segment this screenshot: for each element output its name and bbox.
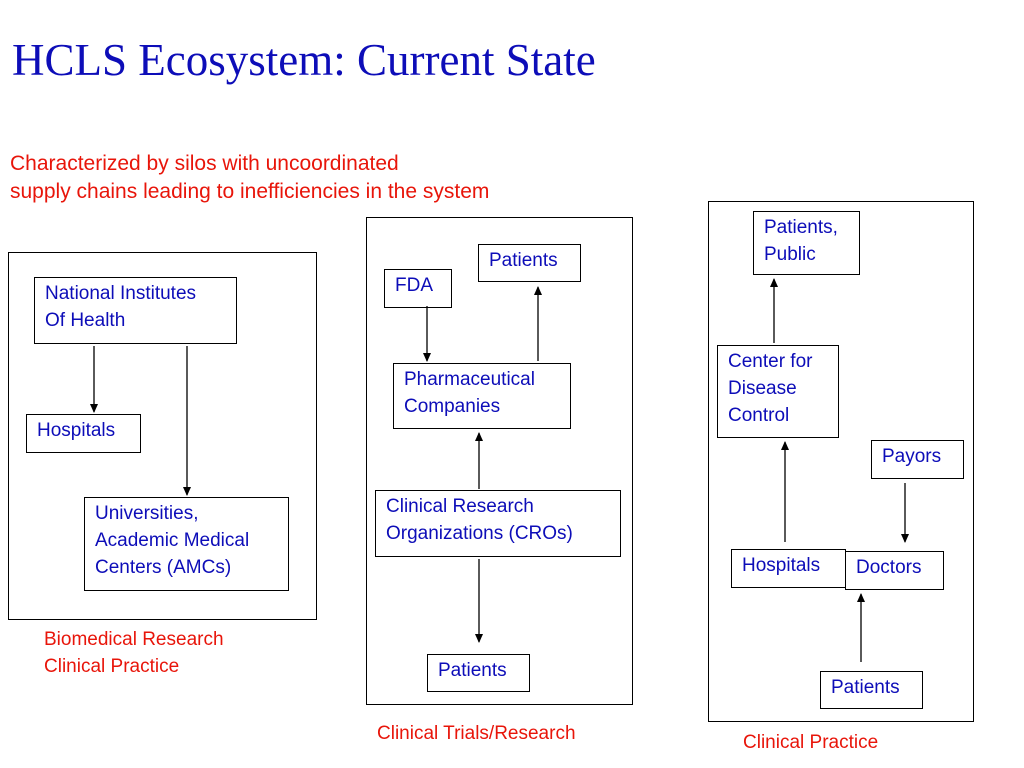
practice-caption: Clinical Practice [743, 729, 878, 756]
trials-patients-top-box-line-1: Patients [489, 250, 558, 271]
slide-subtitle: Characterized by silos with uncoordinate… [10, 150, 489, 206]
practice-hospitals-box: Hospitals [731, 549, 846, 588]
payors-box: Payors [871, 440, 964, 479]
nih-box: National Institutes Of Health [34, 277, 237, 344]
doctors-box: Doctors [845, 551, 944, 590]
universities-box-line-3: Centers (AMCs) [95, 557, 232, 578]
fda-box-line-1: FDA [395, 275, 433, 296]
patients-public-box: Patients, Public [753, 211, 860, 275]
biomedical-caption-line-1: Biomedical Research [44, 629, 224, 650]
cdc-box-line-2: Disease [728, 378, 797, 399]
cdc-box-line-1: Center for [728, 351, 813, 372]
slide-title: HCLS Ecosystem: Current State [12, 35, 596, 85]
trials-patients-top-box: Patients [478, 244, 581, 282]
practice-caption-line-1: Clinical Practice [743, 732, 879, 753]
patients-public-box-line-1: Patients, [764, 217, 838, 238]
doctors-box-line-1: Doctors [856, 557, 922, 578]
trials-patients-bottom-box: Patients [427, 654, 530, 692]
pharma-box-line-1: Pharmaceutical [404, 369, 535, 390]
biomedical-caption: Biomedical Research Clinical Practice [44, 626, 224, 680]
nih-box-line-1: National Institutes [45, 283, 197, 304]
biomedical-caption-line-2: Clinical Practice [44, 656, 180, 677]
trials-caption-line-1: Clinical Trials/Research [377, 723, 576, 744]
subtitle-line-2: supply chains leading to inefficiencies … [10, 180, 490, 203]
cdc-box: Center for Disease Control [717, 345, 839, 438]
practice-patients-box-line-1: Patients [831, 677, 900, 698]
cdc-box-line-3: Control [728, 405, 790, 426]
bio-hospitals-box-line-1: Hospitals [37, 420, 116, 441]
practice-patients-box: Patients [820, 671, 923, 709]
bio-hospitals-box: Hospitals [26, 414, 141, 453]
fda-box: FDA [384, 269, 452, 308]
universities-box-line-2: Academic Medical [95, 530, 250, 551]
patients-public-box-line-2: Public [764, 244, 816, 265]
pharma-box-line-2: Companies [404, 396, 501, 417]
trials-caption: Clinical Trials/Research [377, 720, 576, 747]
cro-box-line-1: Clinical Research [386, 496, 534, 517]
payors-box-line-1: Payors [882, 446, 942, 467]
nih-box-line-2: Of Health [45, 310, 126, 331]
cro-box: Clinical Research Organizations (CROs) [375, 490, 621, 557]
subtitle-line-1: Characterized by silos with uncoordinate… [10, 152, 399, 175]
trials-patients-bottom-box-line-1: Patients [438, 660, 507, 681]
universities-box: Universities, Academic Medical Centers (… [84, 497, 289, 591]
pharma-box: Pharmaceutical Companies [393, 363, 571, 429]
practice-hospitals-box-line-1: Hospitals [742, 555, 821, 576]
cro-box-line-2: Organizations (CROs) [386, 523, 573, 544]
universities-box-line-1: Universities, [95, 503, 199, 524]
